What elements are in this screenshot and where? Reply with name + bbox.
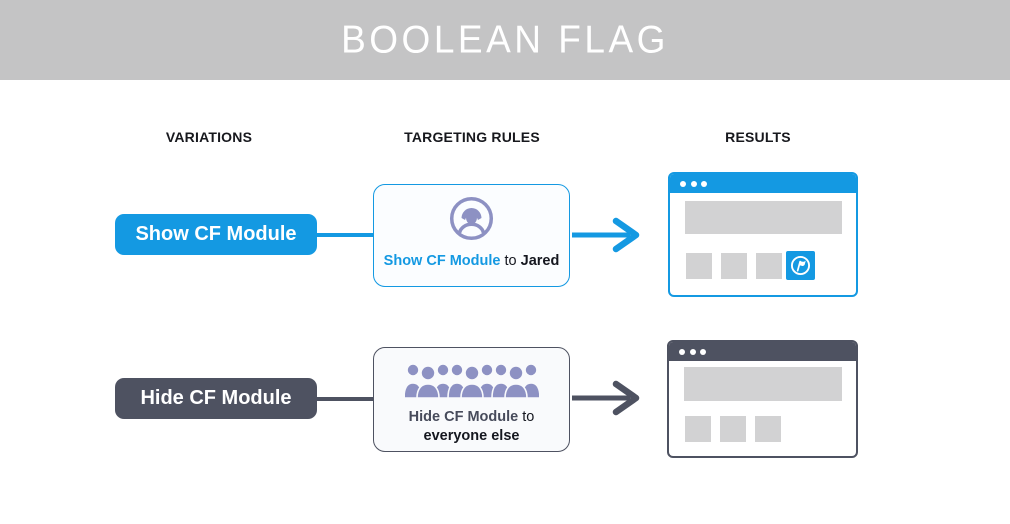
- flag-circle-icon: [788, 253, 813, 278]
- content-placeholder: [721, 253, 747, 279]
- window-dot: [689, 348, 696, 355]
- arrow-right-icon: [572, 380, 650, 421]
- targeting-rule-card-hide: Hide CF Module to everyone else: [373, 347, 570, 452]
- window-dot: [679, 348, 685, 355]
- rule-audience: Jared: [520, 253, 560, 269]
- hero-placeholder: [684, 367, 842, 401]
- browser-titlebar: [669, 342, 856, 361]
- arrow-right-icon: [572, 217, 650, 258]
- window-dot: [680, 180, 686, 187]
- column-header-variations: VARIATIONS: [165, 129, 253, 145]
- column-header-results: RESULTS: [725, 129, 791, 145]
- variation-button-hide-cf-module[interactable]: Hide CF Module: [115, 378, 317, 419]
- header-banner: BOOLEAN FLAG: [0, 0, 1010, 80]
- window-dot: [700, 348, 706, 355]
- browser-titlebar: [670, 174, 856, 193]
- result-browser-show: [668, 172, 858, 297]
- window-dot: [690, 180, 697, 187]
- rule-audience: everyone else: [423, 428, 520, 444]
- cf-module-tile[interactable]: [786, 251, 815, 280]
- targeting-rule-text-hide: Hide CF Module to everyone else: [409, 408, 535, 446]
- rule-connector: to: [522, 409, 535, 425]
- targeting-rule-text-show: Show CF Module to Jared: [384, 252, 560, 271]
- targeting-rule-card-show: Show CF Module to Jared: [373, 184, 570, 287]
- content-placeholder: [755, 416, 781, 442]
- result-browser-hide: [667, 340, 858, 458]
- hero-placeholder: [685, 201, 842, 234]
- content-placeholder: [686, 253, 712, 279]
- content-placeholder: [685, 416, 711, 442]
- connector-line-show: [315, 233, 374, 237]
- connector-line-hide: [315, 397, 374, 401]
- content-placeholder: [756, 253, 782, 279]
- user-circle-icon: [448, 195, 495, 247]
- content-placeholder: [720, 416, 746, 442]
- rule-connector: to: [504, 253, 517, 269]
- variation-button-show-cf-module[interactable]: Show CF Module: [115, 214, 317, 255]
- page-title: BOOLEAN FLAG: [341, 17, 669, 62]
- rule-flag-label: Hide CF Module: [408, 409, 519, 425]
- window-dot: [701, 180, 707, 187]
- crowd-icon: [402, 360, 541, 403]
- column-header-targeting-rules: TARGETING RULES: [404, 129, 540, 145]
- rule-flag-label: Show CF Module: [383, 253, 501, 269]
